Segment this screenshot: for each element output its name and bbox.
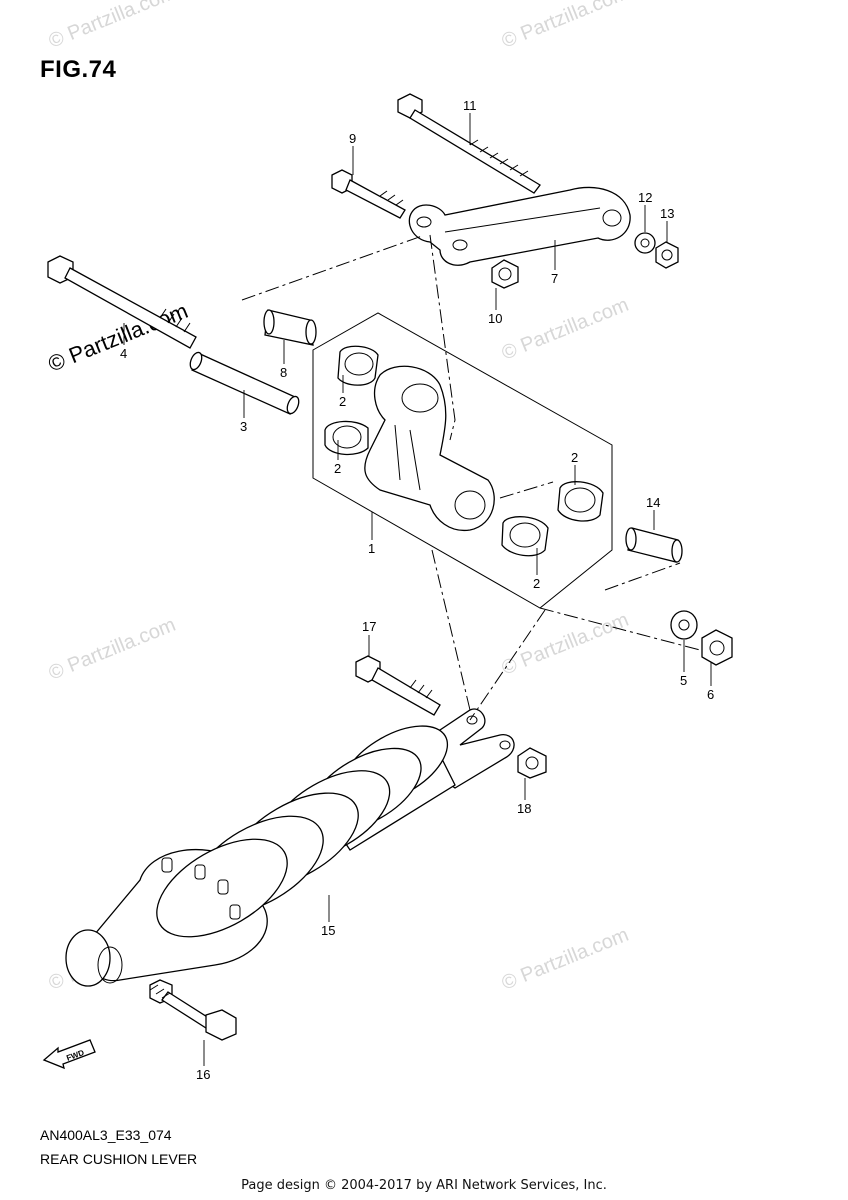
callout-11: 11: [463, 98, 477, 113]
callout-16: 16: [196, 1067, 210, 1082]
bearing-2b: [324, 420, 369, 456]
callout-2a: 2: [339, 394, 346, 409]
watermark: © Partzilla.com: [499, 924, 632, 995]
callout-2b: 2: [334, 461, 341, 476]
bolt-11: [397, 93, 541, 194]
nut-13: [655, 241, 679, 269]
spacer-3: [189, 351, 300, 415]
leader-lines: [123, 113, 712, 1066]
cushion-lever-1: [364, 365, 495, 532]
callout-13: 13: [660, 206, 674, 221]
washer-5: [670, 610, 698, 640]
bolt-17: [355, 655, 441, 716]
callout-3: 3: [240, 419, 247, 434]
footer-copyright: Page design © 2004-2017 by ARI Network S…: [241, 1178, 607, 1193]
callout-2c: 2: [571, 450, 578, 465]
watermark: © Partzilla.com: [46, 614, 179, 685]
figure-code: AN400AL3_E33_074: [40, 1127, 172, 1143]
callouts: 11 9 12 13 7 10 4 8 3 2 2 2 2 1 14 5 6 1…: [120, 98, 714, 1082]
watermark-main: © Partzilla.com: [45, 298, 192, 377]
spacer-8: [263, 309, 317, 346]
callout-14: 14: [646, 495, 660, 510]
figure-title: FIG.74: [40, 56, 117, 83]
figure-name: REAR CUSHION LEVER: [40, 1151, 198, 1167]
callout-8: 8: [280, 365, 287, 380]
watermark: © Partzilla.com: [499, 294, 632, 365]
nut-6: [701, 629, 733, 666]
callout-10: 10: [488, 311, 502, 326]
fwd-arrow-icon: FWD: [42, 1039, 96, 1070]
watermark: © Partzilla.com: [499, 609, 632, 680]
callout-17: 17: [362, 619, 376, 634]
callout-18: 18: [517, 801, 531, 816]
watermark: © Partzilla.com: [499, 0, 632, 53]
callout-4: 4: [120, 346, 127, 361]
callout-7: 7: [551, 271, 558, 286]
nut-10: [491, 259, 519, 289]
bearing-2a: [337, 345, 379, 386]
callout-6: 6: [707, 687, 714, 702]
bolt-16: [149, 979, 237, 1041]
alignment-lines: [241, 234, 701, 721]
washer-12: [634, 232, 656, 254]
nut-18: [517, 747, 547, 779]
bearing-2c: [557, 481, 604, 522]
bolt-9: [331, 169, 406, 219]
lever-assembly-outline: [312, 312, 613, 609]
rod-7: [408, 186, 631, 266]
bearing-2d: [501, 516, 549, 557]
callout-5: 5: [680, 673, 687, 688]
callout-15: 15: [321, 923, 335, 938]
callout-2d: 2: [533, 576, 540, 591]
callout-12: 12: [638, 190, 652, 205]
shock-absorber-15: [65, 708, 515, 987]
callout-1: 1: [368, 541, 375, 556]
bolt-4: [47, 255, 197, 349]
callout-9: 9: [349, 131, 356, 146]
watermark: © Partzilla.com: [46, 0, 179, 53]
spacer-14: [625, 527, 683, 563]
